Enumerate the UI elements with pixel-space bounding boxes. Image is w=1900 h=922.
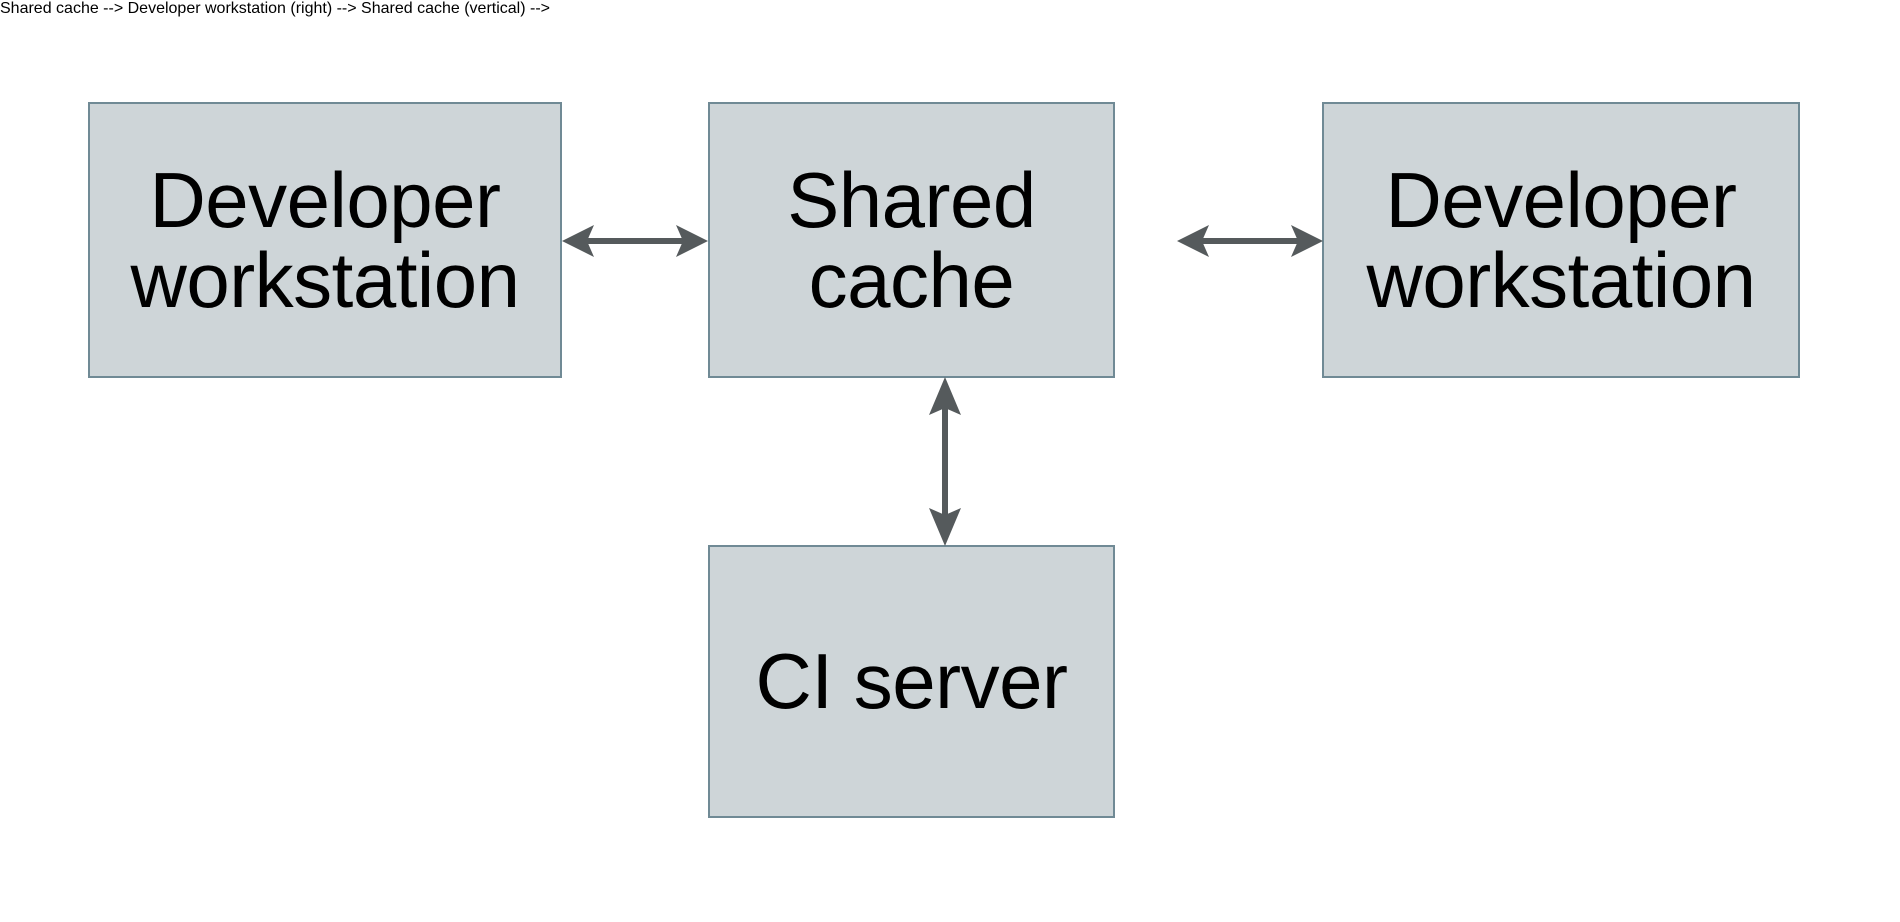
node-label-developer-workstation-left: Developer workstation bbox=[130, 155, 521, 324]
node-label-shared-cache: Shared cache bbox=[787, 155, 1036, 324]
node-developer-workstation-left[interactable]: Developer workstation bbox=[88, 102, 562, 378]
arrowhead-left-icon bbox=[1177, 225, 1209, 257]
arrowhead-down-icon bbox=[929, 508, 961, 546]
connector-ci-server-to-shared-cache[interactable] bbox=[915, 375, 975, 548]
node-shared-cache[interactable]: Shared cache bbox=[708, 102, 1115, 378]
node-ci-server[interactable]: CI server bbox=[708, 545, 1115, 818]
arrowhead-left-icon bbox=[562, 225, 594, 257]
arrowhead-right-icon bbox=[1291, 225, 1323, 257]
node-developer-workstation-right[interactable]: Developer workstation bbox=[1322, 102, 1800, 378]
connector-dev-left-to-shared-cache[interactable] bbox=[560, 211, 710, 271]
node-label-developer-workstation-right: Developer workstation bbox=[1366, 155, 1757, 324]
node-label-ci-server: CI server bbox=[755, 637, 1068, 726]
arrowhead-up-icon bbox=[929, 377, 961, 415]
connector-shared-cache-to-dev-right[interactable] bbox=[1175, 211, 1325, 271]
arrowhead-right-icon bbox=[676, 225, 708, 257]
